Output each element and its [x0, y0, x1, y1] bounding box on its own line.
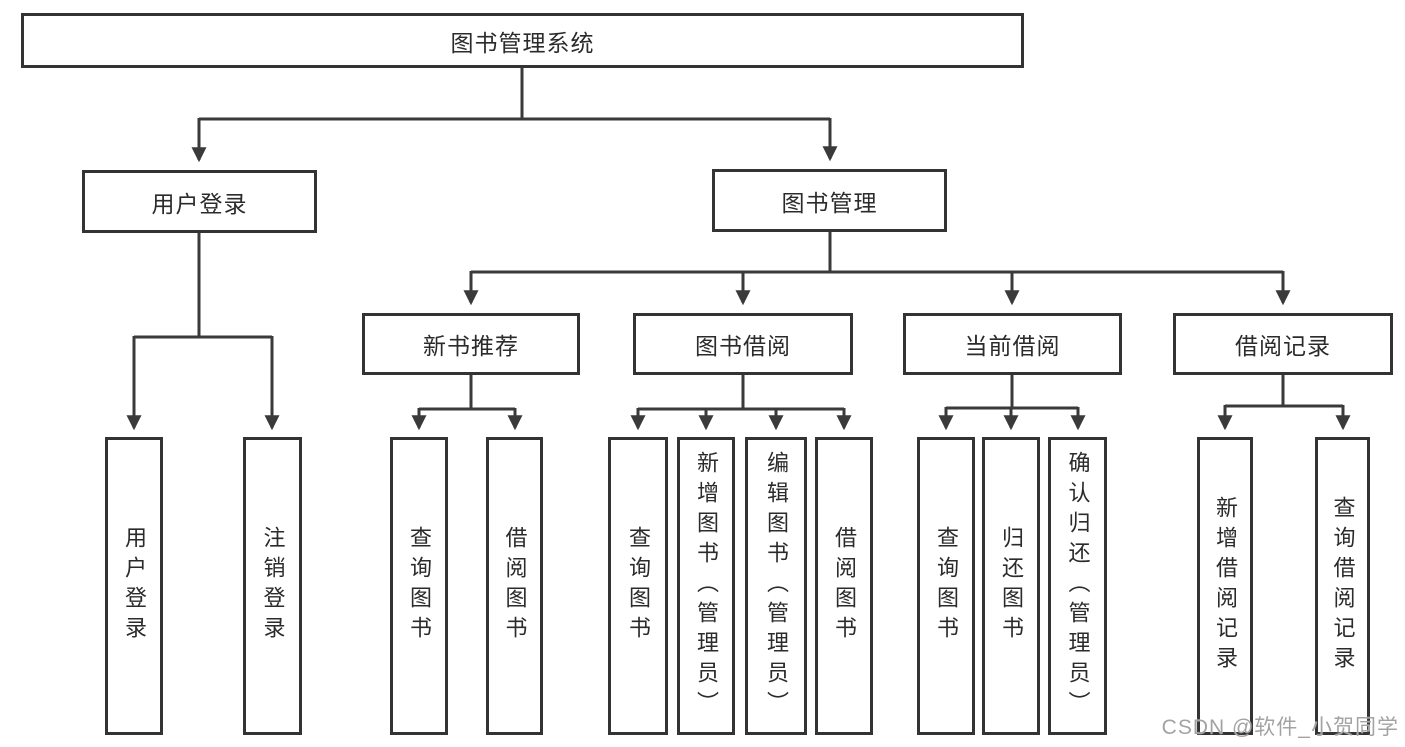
- leaf-query-books-borrowing-label: 查询图书: [626, 526, 651, 646]
- node-borrowing-records-label: 借阅记录: [1235, 333, 1331, 359]
- leaf-add-borrow-record-label: 新增借阅记录: [1213, 496, 1238, 676]
- node-user-login-label: 用户登录: [151, 190, 248, 217]
- node-root: 图书管理系统: [21, 13, 1024, 68]
- node-current-borrowing: 当前借阅: [903, 313, 1122, 375]
- csdn-watermark: CSDN @软件_小贺同学: [1161, 716, 1399, 739]
- leaf-return-books-label: 归还图书: [999, 526, 1024, 646]
- leaf-return-books: 归还图书: [982, 437, 1040, 735]
- leaf-add-books-admin-label: 新增图书（管理员）: [694, 451, 719, 721]
- leaf-query-borrow-record-label: 查询借阅记录: [1330, 496, 1356, 676]
- leaf-query-books-borrowing: 查询图书: [608, 437, 668, 735]
- node-root-label: 图书管理系统: [450, 29, 595, 56]
- leaf-user-login: 用户登录: [105, 437, 163, 735]
- leaf-logout: 注销登录: [243, 437, 302, 735]
- leaf-borrow-books: 借阅图书: [815, 437, 873, 735]
- node-current-borrowing-label: 当前借阅: [964, 333, 1061, 359]
- leaf-borrow-books-recommend-label: 借阅图书: [502, 526, 528, 646]
- leaf-query-books-current: 查询图书: [917, 437, 975, 735]
- node-new-book-recommend-label: 新书推荐: [423, 333, 519, 359]
- leaf-edit-books-admin: 编辑图书（管理员）: [745, 437, 807, 735]
- node-book-borrowing-label: 图书借阅: [695, 333, 791, 359]
- leaf-borrow-books-recommend: 借阅图书: [486, 437, 543, 735]
- leaf-confirm-return-admin-label: 确认归还（管理员）: [1065, 451, 1091, 721]
- node-borrowing-records: 借阅记录: [1173, 313, 1393, 375]
- node-user-login: 用户登录: [82, 170, 317, 233]
- node-book-management: 图书管理: [712, 169, 947, 232]
- leaf-user-login-label: 用户登录: [122, 526, 147, 646]
- leaf-edit-books-admin-label: 编辑图书（管理员）: [764, 451, 789, 721]
- node-new-book-recommend: 新书推荐: [362, 313, 580, 375]
- leaf-query-books-current-label: 查询图书: [934, 526, 959, 646]
- leaf-query-books-recommend-label: 查询图书: [407, 526, 432, 646]
- leaf-confirm-return-admin: 确认归还（管理员）: [1048, 437, 1107, 735]
- leaf-logout-label: 注销登录: [260, 526, 286, 646]
- leaf-add-borrow-record: 新增借阅记录: [1197, 437, 1253, 735]
- node-book-borrowing: 图书借阅: [633, 313, 853, 375]
- leaf-query-books-recommend: 查询图书: [390, 437, 448, 735]
- node-book-management-label: 图书管理: [781, 189, 878, 216]
- leaf-borrow-books-label: 借阅图书: [832, 526, 857, 646]
- leaf-add-books-admin: 新增图书（管理员）: [677, 437, 735, 735]
- leaf-query-borrow-record: 查询借阅记录: [1315, 437, 1370, 735]
